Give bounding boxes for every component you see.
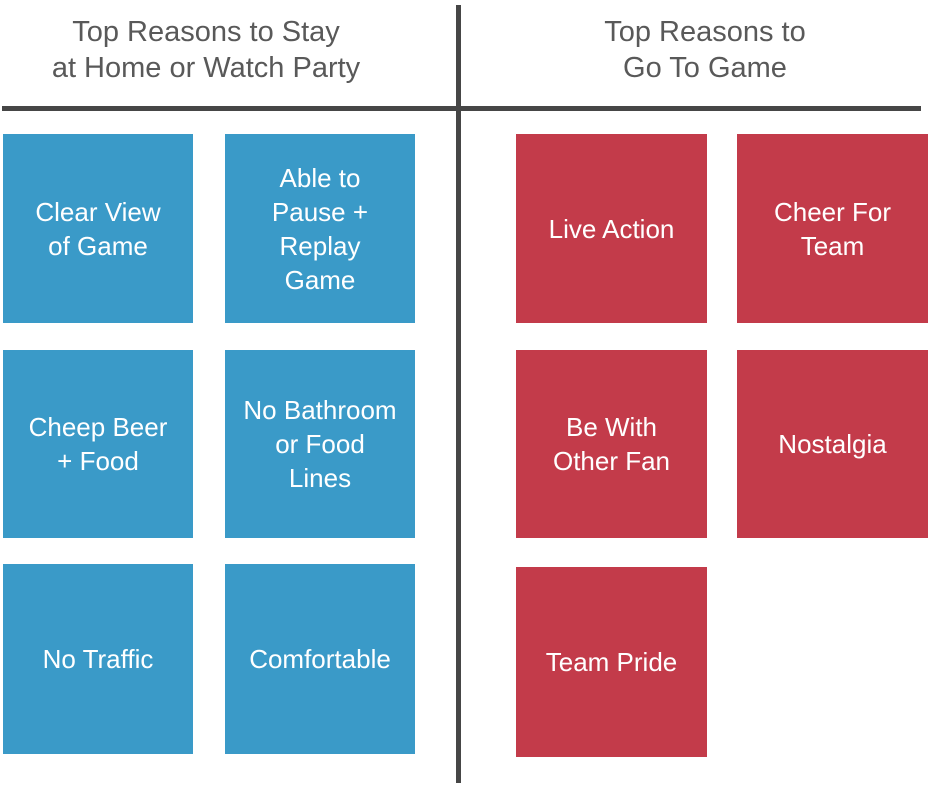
reason-box-label-line: Team <box>800 230 865 261</box>
reason-box-nostalgia: Nostalgia <box>737 350 928 538</box>
reason-box-label-line: Team Pride <box>545 647 678 677</box>
reason-box-label-line: Cheep Beer <box>28 412 168 442</box>
reason-box-label-line: Nostalgia <box>778 429 887 459</box>
reason-box-label-line: Lines <box>288 463 352 493</box>
reason-box-cheep-beer-food: Cheep Beer + Food <box>3 350 193 538</box>
header-divider-line <box>2 106 921 111</box>
reason-box-label-line: No Traffic <box>42 644 154 674</box>
reason-box-label-line: Live Action <box>548 213 675 244</box>
reason-box-label-line: Clear View <box>35 196 161 227</box>
go-to-game-title-line-2: Go To Game <box>623 52 787 84</box>
reason-box-label-line: Be With <box>565 412 658 442</box>
go-to-game-column-title: Top Reasons to Go To Game <box>482 14 928 86</box>
reason-box-label-line: Comfortable <box>249 644 391 674</box>
go-to-game-title-line-1: Top Reasons to <box>604 16 806 48</box>
reason-box-label-line: or Food <box>275 429 365 459</box>
reason-box-clear-view-of-game: Clear View of Game <box>3 134 193 323</box>
reason-box-no-traffic: No Traffic <box>3 564 193 754</box>
reason-box-live-action: Live Action <box>516 134 707 323</box>
reason-box-label-line: Game <box>284 264 356 295</box>
reason-box-label-line: of Game <box>48 230 148 261</box>
reason-box-label-line: No Bathroom <box>243 395 397 425</box>
reason-box-comfortable: Comfortable <box>225 564 415 754</box>
reason-box-no-bathroom-food-lines: No Bathroom or Food Lines <box>225 350 415 538</box>
reason-box-be-with-other-fan: Be With Other Fan <box>516 350 707 538</box>
reason-box-cheer-for-team: Cheer For Team <box>737 134 928 323</box>
reason-box-label-line: Replay <box>279 230 361 261</box>
reason-box-label-line: Other Fan <box>552 446 671 476</box>
stay-home-column-title: Top Reasons to Stay at Home or Watch Par… <box>0 14 412 86</box>
reason-box-label-line: Pause + <box>271 196 369 227</box>
column-divider-line <box>456 5 461 783</box>
reason-box-label-line: Cheer For <box>773 196 892 227</box>
reason-box-label-line: + Food <box>57 446 139 476</box>
stay-home-title-line-2: at Home or Watch Party <box>51 52 361 84</box>
stay-home-title-line-1: Top Reasons to Stay <box>72 16 340 48</box>
reason-box-pause-replay-game: Able to Pause + Replay Game <box>225 134 415 323</box>
reason-box-team-pride: Team Pride <box>516 567 707 757</box>
reason-box-label-line: Able to <box>279 162 361 193</box>
